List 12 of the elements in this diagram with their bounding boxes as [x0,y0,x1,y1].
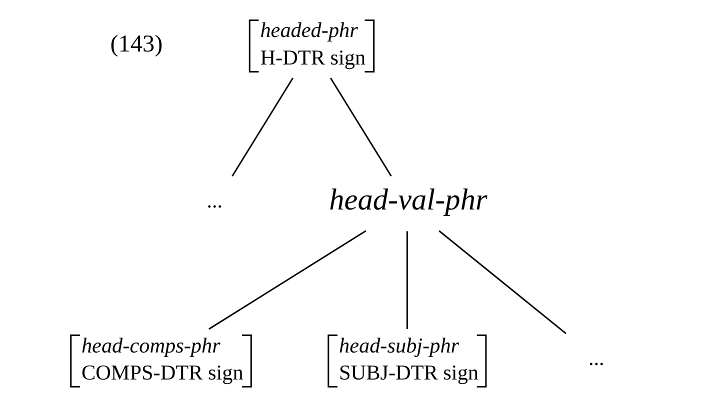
label: (143) [110,30,163,58]
connector [208,230,366,330]
node-text: ... [207,188,224,213]
connector [232,78,294,177]
node-text: head-subj-phr SUBJ-DTR sign [339,333,479,385]
node-text: headed-phr H-DTR sign [260,18,366,70]
connector [406,231,408,329]
node-text: head-val-phr [329,182,488,217]
connector [438,230,566,334]
connector [330,78,392,177]
node-text: ... [588,346,605,370]
node-text: head-comps-phr COMPS-DTR sign [81,333,244,385]
